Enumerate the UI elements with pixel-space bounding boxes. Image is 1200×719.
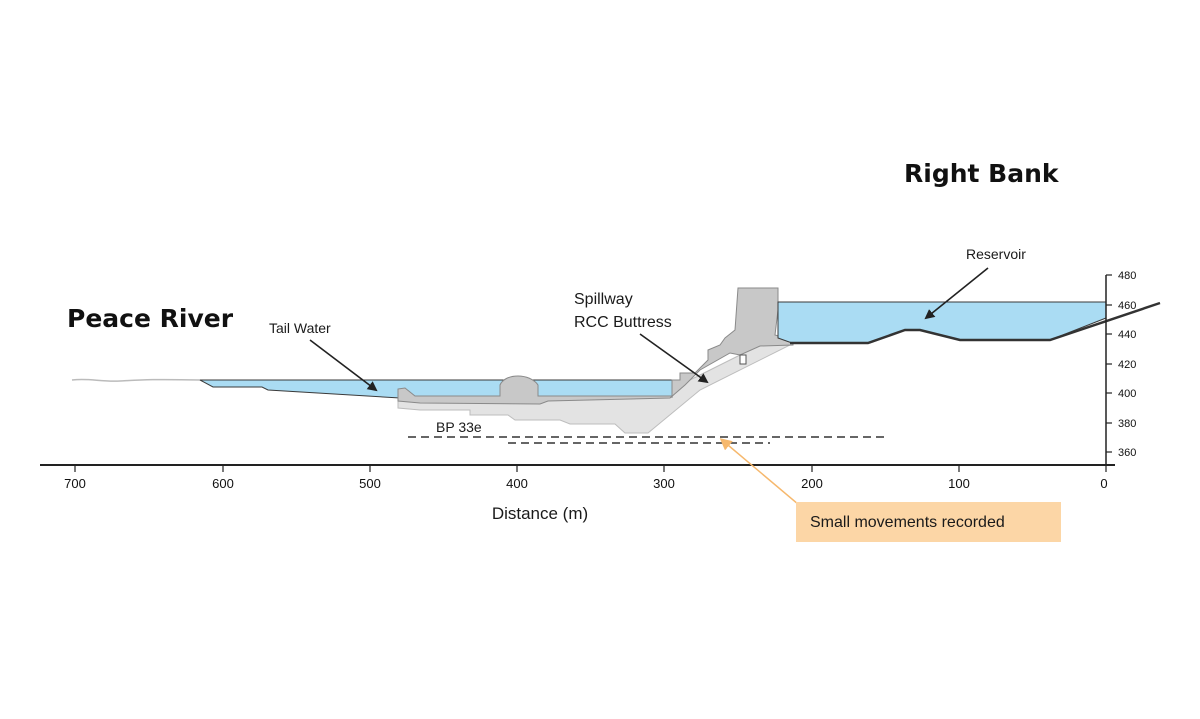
tail-water [199,379,673,399]
downstream-terrain [71,378,201,382]
y-axis: 480 460 440 420 400 380 360 [1105,270,1136,465]
y-tick-label: 460 [1118,300,1136,312]
gallery-opening [739,354,747,365]
callout-text: Small movements recorded [810,514,1005,531]
y-tick-label: 360 [1118,447,1136,459]
spillway-structure [397,287,794,405]
spillway-label-line1: Spillway [574,291,633,308]
x-tick-label: 300 [653,476,675,491]
spillway-label-line2: RCC Buttress [574,314,672,331]
spillway-arrow [639,333,709,384]
y-tick-label: 480 [1118,270,1136,282]
title-right-bank: Right Bank [904,159,1060,188]
y-tick-label: 400 [1118,388,1136,400]
bp33e-label: BP 33e [436,419,482,435]
callout-arrow [719,438,806,511]
y-tick-label: 440 [1118,329,1136,341]
x-tick-label: 200 [801,476,823,491]
x-axis: 700 600 500 400 300 200 100 0 Distance (… [40,464,1115,523]
x-axis-title: Distance (m) [492,504,588,523]
tail-water-arrow [309,339,378,392]
x-tick-label: 600 [212,476,234,491]
tail-water-label: Tail Water [269,320,331,336]
y-tick-label: 420 [1118,359,1136,371]
reservoir-bed-line [790,301,1161,345]
y-tick-label: 380 [1118,418,1136,430]
x-tick-label: 500 [359,476,381,491]
x-tick-label: 100 [948,476,970,491]
reservoir-label: Reservoir [966,246,1026,262]
title-peace-river: Peace River [67,304,234,333]
reservoir-arrow [924,267,989,320]
x-tick-label: 0 [1100,476,1107,491]
x-tick-label: 400 [506,476,528,491]
x-tick-label: 700 [64,476,86,491]
callout-box [796,502,1061,542]
